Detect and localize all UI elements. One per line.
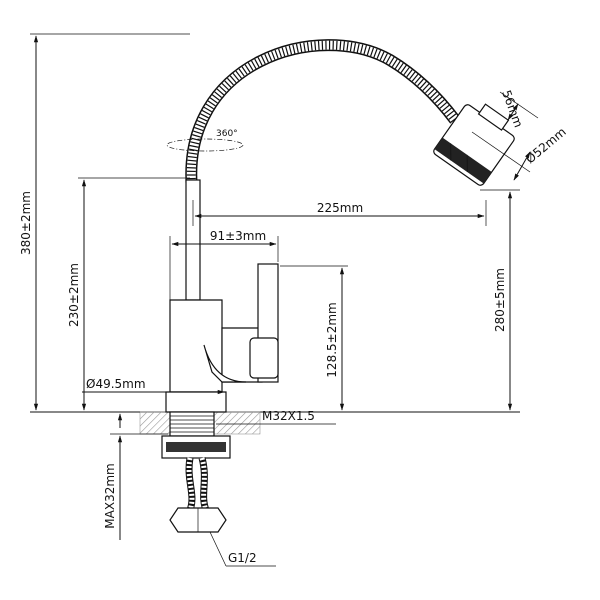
rotation-label: 360°: [216, 129, 238, 139]
base-flange: [165, 391, 227, 413]
dim-handle-height: 128.5±2mm: [325, 302, 339, 377]
faucet-body: [169, 299, 223, 393]
dim-total-height: 380±2mm: [19, 191, 33, 255]
handle-grip: [249, 337, 279, 379]
thread-lines: [170, 415, 214, 433]
dim-max-thickness: MAX32mm: [103, 463, 117, 528]
dim-thread: M32X1.5: [262, 409, 315, 423]
flexible-spout-corrugation: [186, 40, 459, 191]
body-curve: [203, 344, 247, 383]
spray-head: [433, 103, 515, 186]
spout-tube: [185, 179, 201, 301]
dim-head-diameter: Ø52mm: [523, 125, 569, 167]
dim-handle-offset: 91±3mm: [210, 229, 266, 243]
dim-hose-connector: G1/2: [228, 551, 257, 565]
flexible-spout-outline: [185, 39, 460, 191]
dim-outlet-height: 280±5mm: [493, 268, 507, 332]
dim-base-diameter: Ø49.5mm: [86, 377, 146, 391]
rotation-ellipse: [166, 138, 244, 152]
dim-reach: 225mm: [317, 201, 363, 215]
dim-spout-height: 230±2mm: [67, 263, 81, 327]
